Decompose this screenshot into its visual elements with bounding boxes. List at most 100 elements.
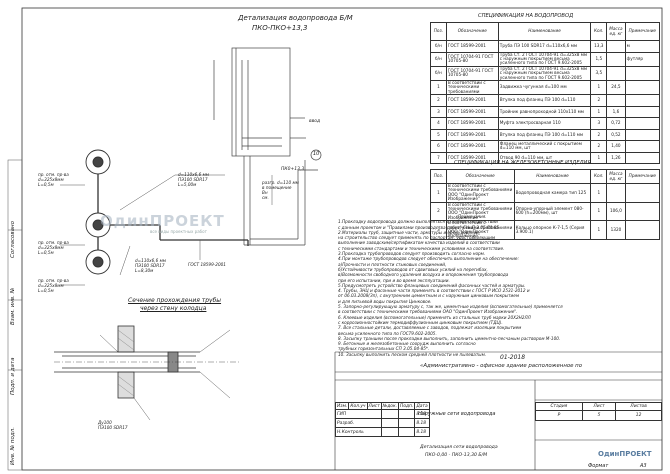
spec1-cell: 2 <box>430 94 447 107</box>
spec1-header: Кол. <box>590 22 608 41</box>
stamp-date: 8.18 <box>414 427 430 437</box>
spec1-cell: ГОСТ 18599-2001 <box>445 40 499 53</box>
stamp-role: ГИП <box>335 409 382 419</box>
spec2-header: Кол. <box>590 169 608 184</box>
sheet-value: 5 <box>581 410 617 421</box>
spec1-cell: 0,72 <box>606 117 626 130</box>
spec1-cell: 24,5 <box>606 79 626 96</box>
note-line: трубных горизонтальных СП 3.05.04-85*. <box>338 346 430 352</box>
spec1-cell: 3 <box>430 105 447 119</box>
stamp-header: Подп. <box>398 402 416 410</box>
drawing-subtitle: ПКО-ПКО+13,3 <box>252 24 308 32</box>
format-value: А3 <box>640 463 647 469</box>
stamp-header: Изм. <box>334 402 350 410</box>
note-line: с техническими стандартами и техническим… <box>338 245 505 251</box>
stamp-header: Кол.уч <box>348 402 368 410</box>
spec2-cell <box>624 201 661 222</box>
spec1-cell <box>606 40 626 53</box>
spec1-cell: В соответствии с техническими требования… <box>445 79 499 96</box>
note-line: 5.Предусмотреть устройство фланцевых сое… <box>338 282 526 288</box>
stamp-role: Н.Контроль <box>335 427 382 437</box>
note-line: 3.Прокладка трубопроводов следует произв… <box>338 251 486 257</box>
watermark: ОдинПРОЕКТ <box>100 212 225 230</box>
spec2-cell <box>624 220 661 240</box>
spec1-cell: б/н <box>430 40 447 53</box>
note-line: в)Возможности свободного удаления воздух… <box>338 272 509 278</box>
spec2-cell: 106,0 <box>606 201 626 222</box>
spec1-cell: Втулка под фланец ПЭ 100 d=110 мм <box>497 128 592 142</box>
spec1-cell: ГОСТ 18599-2001 <box>445 128 499 142</box>
company-logo: ОдинПРОЕКТ <box>598 450 652 458</box>
spec2-title: СПЕЦИФИКАЦИЯ НА ЖЕЛЕЗОБЕТОННЫЕ ИЗДЕЛИЯ <box>454 160 591 166</box>
spec1-cell <box>624 65 661 81</box>
spec1-cell: ГОСТ 18599-2001 <box>445 140 499 153</box>
spec2-cell: 1 <box>430 183 447 203</box>
note-line: 9. Бетонные и железобетонные соорудж вып… <box>338 341 476 347</box>
note-line: 7. Все стальные детали, доставляемые с з… <box>338 325 522 331</box>
spec1-cell <box>624 128 661 142</box>
note-line: от 06.03.2008(Зп), с внутренним цементны… <box>338 293 519 299</box>
spec1-header: Обозначение <box>445 22 499 41</box>
side-label-replace: Взам. инв. № <box>10 287 16 325</box>
spec1-cell: 2 <box>590 94 608 107</box>
spec1-cell <box>624 140 661 153</box>
note-line: 8. Засыпку траншеи после прокладки выпол… <box>338 335 561 341</box>
spec1-cell: б/н <box>430 51 447 67</box>
stamp-role: Разраб. <box>335 418 382 428</box>
note-line: с коррозионностойким термодиффузионным ц… <box>338 319 503 325</box>
spec1-cell: 13,3 <box>590 40 608 53</box>
spec2-header: Обозначение <box>445 169 515 184</box>
note-line: весьма усиленного типа по ГОСТ9.602-2005… <box>338 330 437 336</box>
pk-label: ПК0+13,3 <box>281 167 305 172</box>
vvod-label: ввод <box>309 119 321 124</box>
spec1-cell: 0,52 <box>606 128 626 142</box>
note-line: и для питьевой воды покрытия Цинковое. <box>338 298 432 304</box>
spec1-cell: 1,5 <box>590 51 608 67</box>
stamp-stage-table: Стадия Лист Листов Р 5 12 <box>535 402 662 421</box>
format-label: Формат <box>588 463 609 469</box>
spec2-cell: 1 <box>590 183 608 203</box>
spec1-cell: 3,5 <box>590 65 608 81</box>
spec1-cell: Труба Ст. 2 ГОСТ 10704-91 d=325х8 мм с н… <box>497 65 592 81</box>
note-line: 10. Засыпку выполнить песком средней пло… <box>338 351 487 357</box>
spec1-header: Примечание <box>624 22 661 41</box>
note-line: с данным проектом и "Правилами производс… <box>338 224 501 230</box>
spec1-cell: 2 <box>590 128 608 142</box>
spec1-cell: 1 <box>590 105 608 119</box>
spec2-cell <box>624 183 661 203</box>
spec1-cell: Отвод 90 d=110 мм, шт <box>497 151 592 165</box>
notes-block: Примечания. 1.Прокладку водопровода долж… <box>338 214 563 357</box>
project-object: «Административно - офисное здание распол… <box>420 363 582 369</box>
note-line: 4.При монтаже трубопроводов следует обес… <box>338 256 519 262</box>
side-label-agreed: Согласовано <box>10 221 16 258</box>
spec1-cell: Труба ПЭ 100 SDR17 d=110х6,6 мм <box>497 40 592 53</box>
note-line: на строительство следует применять по па… <box>338 235 496 241</box>
sheets-header: Листов <box>615 402 662 411</box>
notes-title: Примечания. <box>458 214 487 219</box>
spec1-cell: футляр <box>624 51 661 67</box>
spec1-header: Масса ед. кг <box>606 22 626 41</box>
spec2-header: Наименование <box>513 169 592 184</box>
spec1-cell: Тройник равнопроходной 110х110 мм <box>497 105 592 119</box>
stamp-header: Дата <box>414 402 430 410</box>
spec1-header: Поз. <box>430 22 447 41</box>
stage-header: Стадия <box>535 402 583 411</box>
gost-note: ГОСТ 18599-2001 <box>188 262 226 267</box>
spec1-cell <box>624 79 661 96</box>
note-line: при его испытании, при и во время эксплу… <box>338 277 450 283</box>
note-line: 5. Запорно-регулирующую арматуру с, так … <box>338 304 563 310</box>
spec2-header: Примечание <box>624 169 661 184</box>
